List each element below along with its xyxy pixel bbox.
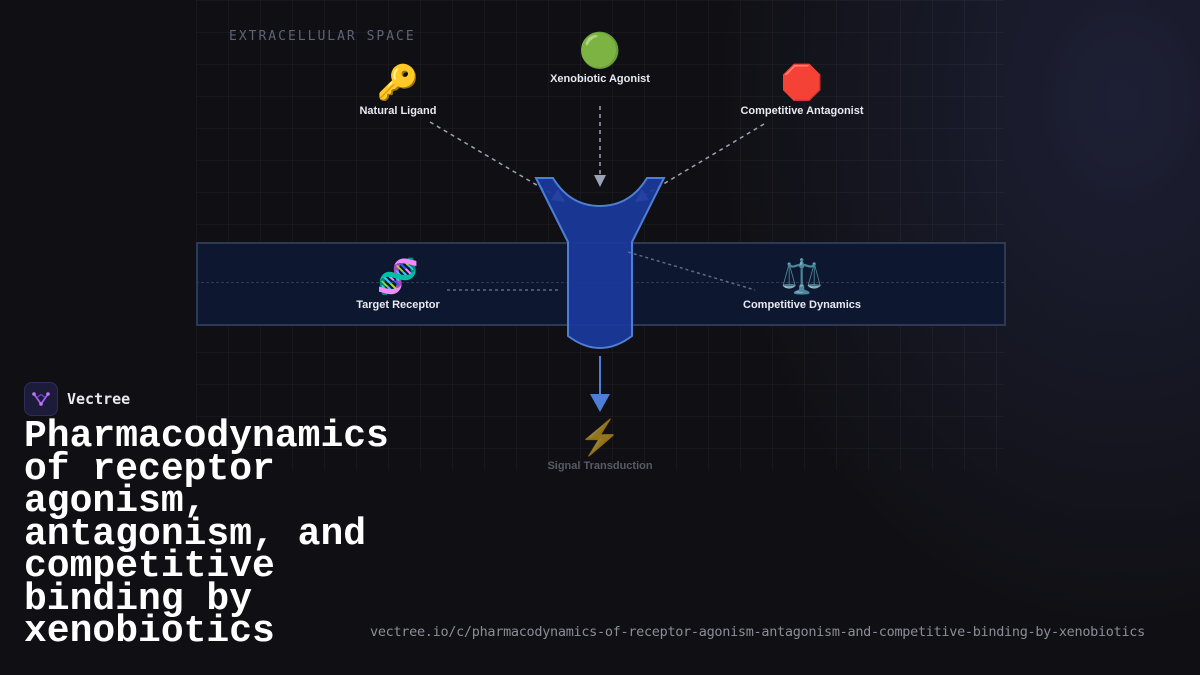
- node-target-receptor: 🧬 Target Receptor: [298, 257, 498, 311]
- link-competitive-dynamics: [627, 251, 756, 291]
- dna-icon: 🧬: [376, 258, 420, 296]
- competitive-dynamics-label: Competitive Dynamics: [743, 299, 861, 311]
- balance-scale-icon: ⚖️: [780, 258, 824, 296]
- lightning-icon: ⚡: [578, 419, 622, 457]
- xenobiotic-agonist-label: Xenobiotic Agonist: [550, 73, 650, 85]
- stop-sign-icon: 🛑: [780, 64, 824, 102]
- green-circle-icon: 🟢: [578, 32, 622, 70]
- receptor-shape: [534, 177, 666, 349]
- key-icon: 🔑: [376, 64, 420, 102]
- competitive-antagonist-label: Competitive Antagonist: [740, 105, 864, 117]
- page-url[interactable]: vectree.io/c/pharmacodynamics-of-recepto…: [370, 624, 1145, 640]
- node-signal-transduction: ⚡ Signal Transduction: [500, 418, 700, 472]
- natural-ligand-label: Natural Ligand: [359, 105, 437, 117]
- brand: Vectree: [24, 382, 130, 416]
- background-glow: [680, 0, 1200, 675]
- extracellular-space-label: EXTRACELLULAR SPACE: [229, 29, 416, 44]
- page-title: Pharmacodynamics of receptor agonism, an…: [24, 415, 389, 653]
- node-competitive-antagonist: 🛑 Competitive Antagonist: [702, 63, 902, 117]
- node-natural-ligand: 🔑 Natural Ligand: [298, 63, 498, 117]
- brand-name: Vectree: [67, 390, 131, 408]
- signal-transduction-label: Signal Transduction: [547, 460, 653, 472]
- node-competitive-dynamics: ⚖️ Competitive Dynamics: [702, 257, 902, 311]
- target-receptor-label: Target Receptor: [356, 299, 440, 311]
- node-xenobiotic-agonist: 🟢 Xenobiotic Agonist: [500, 31, 700, 85]
- arrow-natural-ligand: [429, 121, 563, 201]
- arrowhead-xenobiotic-agonist: [594, 175, 606, 187]
- vectree-logo-icon: [24, 382, 58, 416]
- arrowhead-signal: [590, 394, 610, 412]
